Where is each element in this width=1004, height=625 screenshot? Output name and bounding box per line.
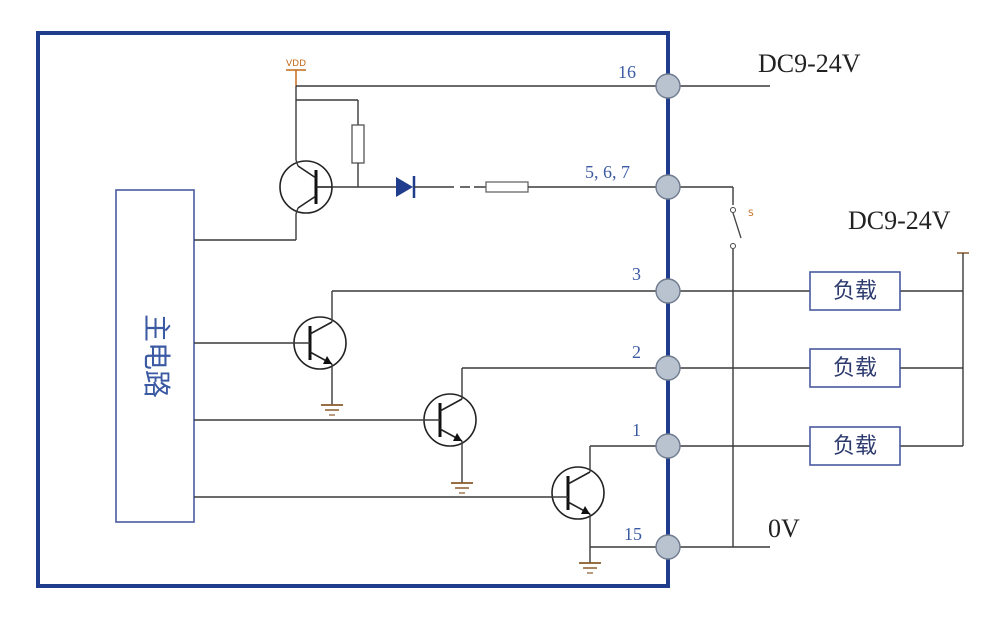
vdd-label: VDD <box>286 59 306 69</box>
load-1: 负载 <box>809 271 901 311</box>
switch-label: S <box>748 209 754 219</box>
load-2: 负载 <box>809 348 901 388</box>
terminal-label-16: 16 <box>618 62 636 82</box>
supply-label-right: DC9-24V <box>848 206 951 235</box>
terminal-label-5-6-7: 5, 6, 7 <box>585 162 630 182</box>
terminal-1 <box>655 433 681 459</box>
terminal-3 <box>655 278 681 304</box>
terminal-15 <box>655 534 681 560</box>
terminal-label-1: 1 <box>632 420 641 440</box>
pullup-resistor <box>351 124 365 164</box>
terminal-16 <box>655 73 681 99</box>
terminal-label-3: 3 <box>632 264 641 284</box>
load-label-3: 负载 <box>833 434 877 459</box>
terminals <box>655 73 681 560</box>
load-3: 负载 <box>809 426 901 466</box>
terminal-label-2: 2 <box>632 342 641 362</box>
transistor-npn-3 <box>551 466 605 520</box>
switch: S <box>730 207 754 249</box>
ground-symbol-2 <box>451 482 473 494</box>
ground-symbol-1 <box>321 404 343 416</box>
main-circuit-label: 主电路 <box>140 314 173 398</box>
terminal-2 <box>655 355 681 381</box>
transistor-npn-1 <box>293 316 347 370</box>
terminal-label-15: 15 <box>624 524 642 544</box>
transistor-pnp <box>279 160 333 214</box>
load-label-1: 负载 <box>833 279 877 304</box>
ground-voltage-label: 0V <box>768 514 800 543</box>
main-circuit-block <box>115 189 195 523</box>
enclosure-frame <box>36 31 670 588</box>
diode <box>396 176 416 198</box>
series-resistor <box>485 181 529 193</box>
ground-symbol-3 <box>579 562 601 574</box>
vdd-symbol: VDD <box>286 59 306 86</box>
load-label-2: 负载 <box>833 356 877 381</box>
supply-label-top: DC9-24V <box>758 49 861 78</box>
terminal-5-6-7 <box>655 174 681 200</box>
transistor-npn-2 <box>423 393 477 447</box>
